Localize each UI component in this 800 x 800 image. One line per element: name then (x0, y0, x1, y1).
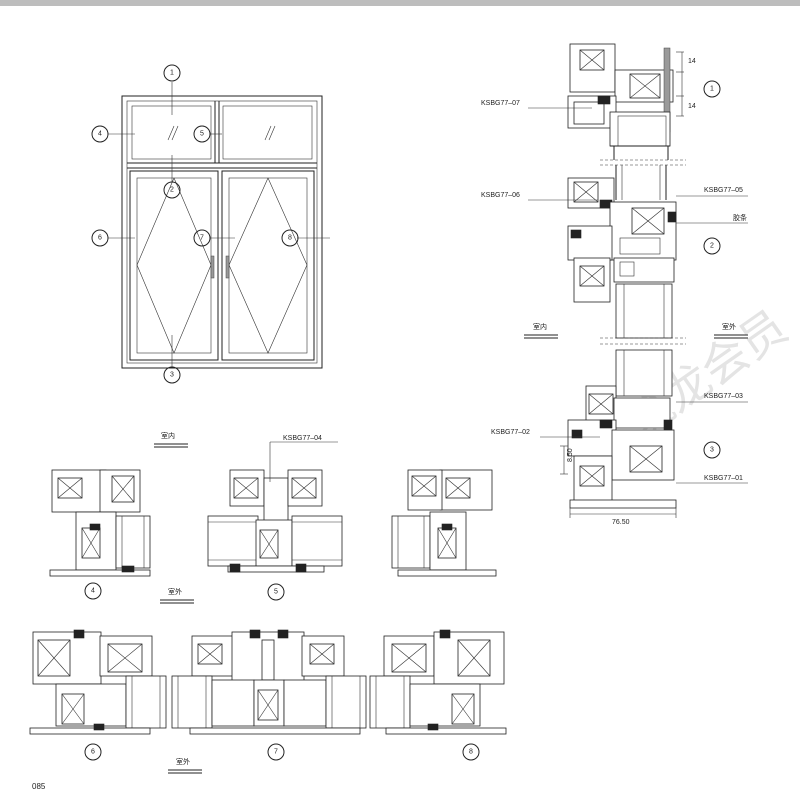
dim-14-b: 14 (688, 103, 696, 110)
dim-76-50: 76.50 (612, 519, 630, 526)
callout-1: 1 (163, 64, 181, 82)
label-ksbg77-02: KSBG77–02 (491, 429, 530, 436)
dim-14-a: 14 (688, 58, 696, 65)
callout-3: 3 (163, 366, 181, 384)
section-callout-1: 1 (703, 80, 721, 98)
top-gray-bar (0, 0, 800, 6)
vertical-section (528, 43, 748, 518)
section-8 (369, 629, 507, 735)
svg-text:4: 4 (91, 588, 95, 595)
svg-text:3: 3 (710, 447, 714, 454)
section-callout-3: 3 (703, 441, 721, 459)
label-ksbg77-06: KSBG77–06 (481, 192, 520, 199)
label-ksbg77-05: KSBG77–05 (704, 187, 743, 194)
label-outdoor-mid: 室外 (168, 587, 182, 596)
dim-8-50: 8.50 (567, 448, 574, 462)
callout-2: 2 (163, 181, 181, 199)
label-outdoor-bottom: 室外 (176, 757, 190, 766)
callout-6-section: 6 (84, 743, 102, 761)
callout-6: 6 (91, 229, 109, 247)
section-4-mirror (391, 469, 497, 577)
section-6 (29, 629, 167, 735)
callout-8-section: 8 (462, 743, 480, 761)
svg-text:5: 5 (200, 131, 204, 138)
callout-4-section: 4 (84, 582, 102, 600)
section-callout-2: 2 (703, 237, 721, 255)
svg-text:2: 2 (710, 243, 714, 250)
svg-text:6: 6 (98, 235, 102, 242)
section-7 (171, 629, 367, 735)
section-5 (207, 441, 343, 573)
label-ksbg77-01: KSBG77–01 (704, 475, 743, 482)
svg-text:5: 5 (274, 589, 278, 596)
callout-4: 4 (91, 125, 109, 143)
svg-text:7: 7 (200, 235, 204, 242)
label-ksbg77-03: KSBG77–03 (704, 393, 743, 400)
label-ksbg77-07: KSBG77–07 (481, 100, 520, 107)
label-ksbg77-04: KSBG77–04 (283, 435, 322, 442)
svg-text:4: 4 (98, 131, 102, 138)
svg-text:1: 1 (170, 70, 174, 77)
label-indoor-mid: 室内 (161, 431, 175, 440)
svg-text:6: 6 (91, 749, 95, 756)
callout-5-section: 5 (267, 583, 285, 601)
svg-text:3: 3 (170, 372, 174, 379)
label-outdoor-right: 室外 (722, 322, 736, 331)
callout-7: 7 (193, 229, 211, 247)
svg-text:8: 8 (469, 749, 473, 756)
svg-text:7: 7 (274, 749, 278, 756)
label-indoor-right: 室内 (533, 322, 547, 331)
svg-text:2: 2 (170, 187, 174, 194)
section-4 (49, 469, 151, 577)
window-elevation (108, 82, 330, 369)
callout-8: 8 (281, 229, 299, 247)
page-number: 085 (32, 782, 46, 791)
label-gasket: 胶条 (733, 213, 747, 222)
svg-text:8: 8 (288, 235, 292, 242)
svg-text:1: 1 (710, 86, 714, 93)
callout-5: 5 (193, 125, 211, 143)
callout-7-section: 7 (267, 743, 285, 761)
